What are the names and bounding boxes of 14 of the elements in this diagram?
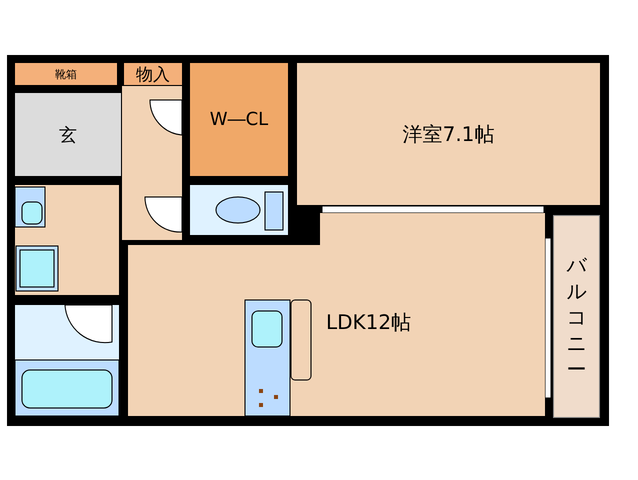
room-label: 物入 xyxy=(136,64,170,86)
room-label: 玄 xyxy=(59,124,77,146)
storage-closet xyxy=(124,63,182,85)
room-label: バルコニー xyxy=(566,252,588,382)
balcony xyxy=(553,215,600,418)
walk-in-closet xyxy=(190,63,288,176)
room-label: LDK12帖 xyxy=(326,309,412,336)
entrance-floor xyxy=(15,93,121,176)
western-room xyxy=(297,63,600,205)
room-label: W―CL xyxy=(210,109,268,130)
living-dining-kitchen xyxy=(128,213,545,416)
shoe-cabinet xyxy=(15,63,117,85)
room-label: 靴箱 xyxy=(55,66,77,82)
room-label: 洋室7.1帖 xyxy=(402,120,494,148)
